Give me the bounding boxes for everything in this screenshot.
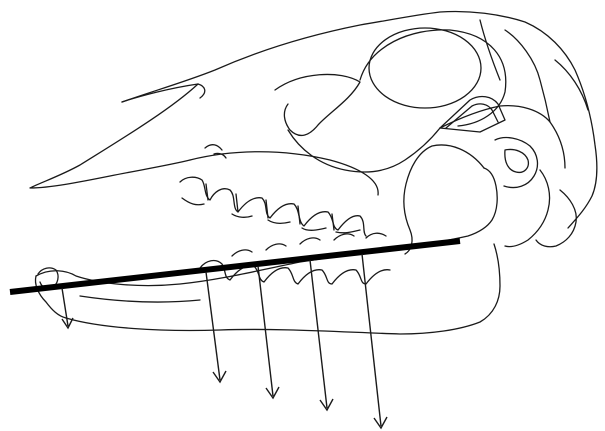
nasal-bone [122, 84, 205, 102]
occipital-condyle [536, 190, 576, 247]
snout-upper [30, 84, 198, 188]
mandible-outline [36, 168, 497, 286]
cranium [30, 11, 597, 246]
mandible-ramus [404, 145, 484, 254]
upper-tooth-row [180, 177, 366, 236]
occlusal-reference-line [10, 241, 460, 292]
condyle [505, 149, 529, 172]
arrow-2 [258, 266, 279, 398]
arrow-4 [362, 254, 387, 428]
zygomatic-arch [275, 74, 360, 135]
lower-tooth-row [200, 261, 390, 284]
skull-suture-2 [555, 60, 588, 110]
maxilla-lower [190, 152, 378, 195]
upper-tooth-dividers [206, 184, 334, 230]
mandible-body-line [80, 296, 200, 302]
skull-suture-1 [480, 20, 500, 80]
maxilla-detail [288, 128, 440, 172]
orbit [369, 28, 481, 108]
cranium-outline [122, 11, 597, 228]
mastoid [505, 170, 550, 247]
condyle-socket [495, 138, 537, 188]
mandible [35, 145, 500, 334]
arrow-incisor [62, 288, 73, 328]
arrow-1 [206, 272, 226, 382]
mandible-lower-border [66, 244, 500, 334]
upper-teeth [180, 177, 366, 236]
orbit-rim [360, 30, 506, 126]
